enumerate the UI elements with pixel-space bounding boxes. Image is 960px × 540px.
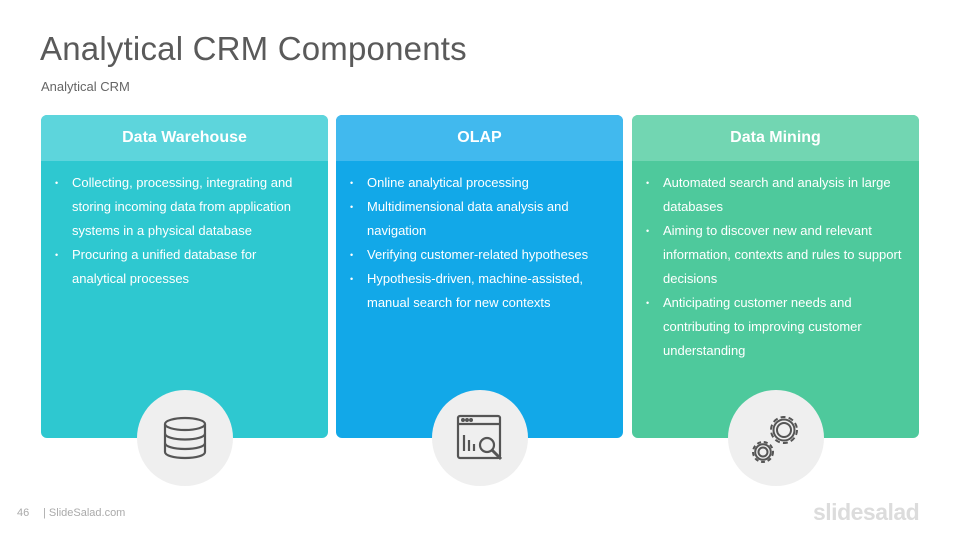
list-item: Collecting, processing, integrating and …: [55, 171, 314, 243]
bullet-list: Collecting, processing, integrating and …: [55, 171, 314, 291]
bullet-list: Online analytical processing Multidimens…: [350, 171, 609, 315]
footer-brand: | SlideSalad.com: [43, 507, 126, 519]
card-heading: OLAP: [336, 115, 623, 161]
card-data-mining: Data Mining Automated search and analysi…: [632, 115, 919, 438]
icon-circle-data-warehouse: [137, 390, 233, 486]
database-icon: [163, 416, 207, 460]
slidesalad-logo: slidesalad: [813, 499, 920, 525]
analytics-search-icon: [456, 414, 503, 461]
bullet-list: Automated search and analysis in large d…: [646, 171, 905, 363]
list-item: Procuring a unified database for analyti…: [55, 243, 314, 291]
gears-icon: [752, 416, 798, 463]
card-heading: Data Warehouse: [41, 115, 328, 161]
card-body: Collecting, processing, integrating and …: [41, 161, 328, 291]
card-data-warehouse: Data Warehouse Collecting, processing, i…: [41, 115, 328, 438]
list-item: Automated search and analysis in large d…: [646, 171, 905, 219]
list-item: Hypothesis-driven, machine-assisted, man…: [350, 267, 609, 315]
card-olap: OLAP Online analytical processing Multid…: [336, 115, 623, 438]
list-item: Anticipating customer needs and contribu…: [646, 291, 905, 363]
page-subtitle: Analytical CRM: [41, 79, 130, 94]
card-body: Automated search and analysis in large d…: [632, 161, 919, 363]
list-item: Multidimensional data analysis and navig…: [350, 195, 609, 243]
page-number: 46: [17, 507, 30, 519]
icon-circle-data-mining: [728, 390, 824, 486]
card-body: Online analytical processing Multidimens…: [336, 161, 623, 315]
list-item: Aiming to discover new and relevant info…: [646, 219, 905, 291]
page-title: Analytical CRM Components: [40, 30, 467, 67]
icon-circle-olap: [432, 390, 528, 486]
card-heading: Data Mining: [632, 115, 919, 161]
list-item: Online analytical processing: [350, 171, 609, 195]
list-item: Verifying customer-related hypotheses: [350, 243, 609, 267]
